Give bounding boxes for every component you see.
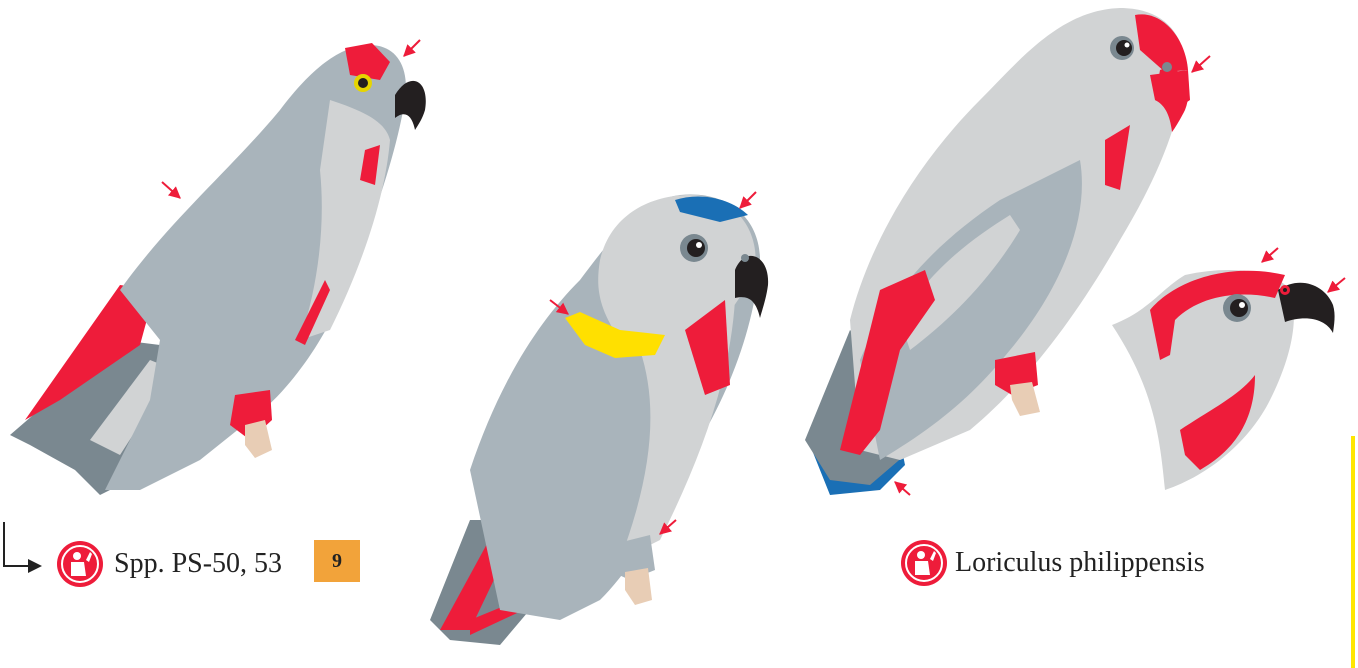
parrot-three [805, 8, 1190, 495]
page-number-badge: 9 [314, 540, 360, 582]
yellow-side-bar [1351, 436, 1355, 668]
perching-bird-icon [57, 541, 103, 587]
parrot-two [430, 194, 768, 645]
species-caption-group-2: Loriculus philippensis [955, 549, 1205, 577]
head-detail [1112, 270, 1335, 490]
species-caption-group-1: Spp. PS-50, 53 [114, 550, 282, 578]
perching-bird-icon [901, 540, 947, 586]
parrot-one [10, 43, 426, 495]
pointer-bracket [4, 522, 42, 573]
